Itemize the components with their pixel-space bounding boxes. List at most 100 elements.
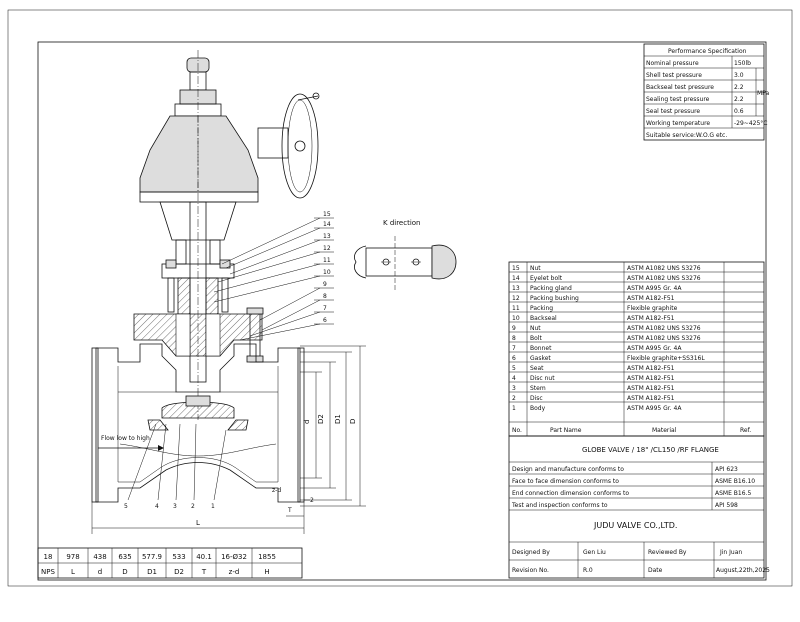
balloon-numbers-right: 15 14 13 12 11 10 9 8 7 6 — [323, 211, 331, 324]
balloon-14: 14 — [323, 221, 331, 228]
bom-material: ASTM A182-F51 — [627, 315, 675, 322]
perf-row-value: 2.2 — [734, 96, 744, 103]
bom-material: ASTM A182-F51 — [627, 375, 675, 382]
bom-material: ASTM A1082 UNS S3276 — [627, 265, 701, 272]
reviewed-by-label: Reviewed By — [648, 549, 687, 556]
bom-no: 4 — [512, 375, 516, 382]
bom-no: 3 — [512, 385, 516, 392]
packing-left — [177, 277, 191, 315]
company-name: JUDU VALVE CO.,LTD. — [593, 521, 677, 530]
bom-header-no: No. — [512, 427, 522, 434]
dim-zd-label: z-d — [272, 487, 281, 494]
bom-material: ASTM A1082 UNS S3276 — [627, 275, 701, 282]
bom-no: 13 — [512, 285, 520, 292]
gearbox-flange — [139, 191, 259, 203]
dim-header: NPS — [41, 568, 55, 576]
bom-no: 10 — [512, 315, 520, 322]
balloon-6: 6 — [323, 317, 327, 324]
bom-material: ASTM A995 Gr. 4A — [627, 285, 682, 292]
standard-label: Face to face dimension conforms to — [512, 478, 619, 485]
bom-part: Eyelet bolt — [530, 275, 563, 282]
bom-part: Nut — [530, 265, 541, 272]
bom-part: Disc — [530, 395, 543, 402]
yoke — [159, 201, 237, 241]
packing-right — [205, 277, 219, 315]
balloon-2: 2 — [191, 503, 195, 510]
bom-material: ASTM A1082 UNS S3276 — [627, 325, 701, 332]
dim-value: 978 — [66, 553, 79, 561]
bom-no: 8 — [512, 335, 516, 342]
perf-row-label: Backseal test pressure — [646, 84, 714, 91]
bom-material: ASTM A995 Gr. 4A — [627, 345, 682, 352]
dim-d2-label: D2 — [317, 414, 325, 424]
perf-row-value: 0.6 — [734, 108, 744, 115]
dim-d-label: d — [303, 420, 311, 424]
bom-part: Packing — [530, 305, 553, 312]
dim-2-label: 2 — [310, 497, 314, 504]
dim-value: 635 — [118, 553, 131, 561]
balloon-9: 9 — [323, 281, 327, 288]
valve-title: GLOBE VALVE / 18" /CL150 /RF FLANGE — [582, 446, 719, 454]
performance-table: Performance Specification Nominal pressu… — [643, 43, 770, 141]
revision-label: Revision No. — [512, 567, 549, 574]
designed-by-label: Designed By — [512, 549, 550, 556]
title-block: GLOBE VALVE / 18" /CL150 /RF FLANGE Desi… — [508, 435, 770, 579]
bom-part: Seat — [530, 365, 544, 372]
dim-header: H — [264, 568, 269, 576]
valve-assembly-drawing: Flow low to high d D2 D1 D L — [91, 50, 366, 534]
bom-material: Flexible graphite+SS316L — [627, 355, 705, 362]
bom-no: 14 — [512, 275, 520, 282]
balloon-1: 1 — [211, 503, 215, 510]
perf-unit: MPa — [757, 90, 770, 97]
dim-value: 533 — [172, 553, 185, 561]
balloon-11: 11 — [323, 257, 331, 264]
dim-L-label: L — [196, 519, 200, 527]
bom-material: ASTM A182-F51 — [627, 395, 675, 402]
bom-header-ref: Ref. — [740, 427, 751, 434]
bom-no: 7 — [512, 345, 516, 352]
balloon-12: 12 — [323, 245, 331, 252]
bom-header-part: Part Name — [550, 427, 582, 434]
bom-row: 14 Eyelet bolt ASTM A1082 UNS S3276 — [512, 275, 701, 282]
perf-row-value: -29~425°C — [734, 120, 767, 127]
bom-no: 1 — [512, 405, 516, 412]
outer-border — [7, 9, 793, 587]
gearbox-body — [139, 115, 259, 193]
dim-header: L — [71, 568, 75, 576]
standard-value: API 598 — [715, 502, 738, 509]
dim-header: d — [98, 568, 102, 576]
balloon-7: 7 — [323, 305, 327, 312]
gear-shaft — [257, 127, 289, 159]
inner-border — [37, 41, 767, 581]
perf-row-label: Working temperature — [646, 120, 710, 127]
perf-row-label: Shell test pressure — [646, 72, 702, 79]
dim-D-label: D — [349, 419, 357, 424]
k-direction-view: K direction — [354, 219, 457, 290]
standard-label: Test and inspection conforms to — [511, 502, 608, 509]
seat-left — [147, 419, 169, 431]
bom-part: Disc nut — [530, 375, 555, 382]
balloon-numbers-bottom: 5 4 3 2 1 — [124, 503, 215, 510]
dim-value: 1855 — [258, 553, 276, 561]
bom-no: 9 — [512, 325, 516, 332]
bom-row: 4 Disc nut ASTM A182-F51 — [512, 375, 675, 382]
dim-header: D2 — [174, 568, 184, 576]
seat-right — [227, 419, 249, 431]
designed-by: Gen Liu — [583, 549, 606, 556]
dim-value: 577.9 — [142, 553, 162, 561]
dim-d1-label: D1 — [334, 414, 342, 424]
balloon-15: 15 — [323, 211, 331, 218]
k-direction-label: K direction — [383, 219, 421, 227]
standard-label: End connection dimension conforms to — [512, 490, 629, 497]
dimension-lines: d D2 D1 D L T z-d 2 — [91, 345, 366, 534]
dim-value: 18 — [44, 553, 53, 561]
